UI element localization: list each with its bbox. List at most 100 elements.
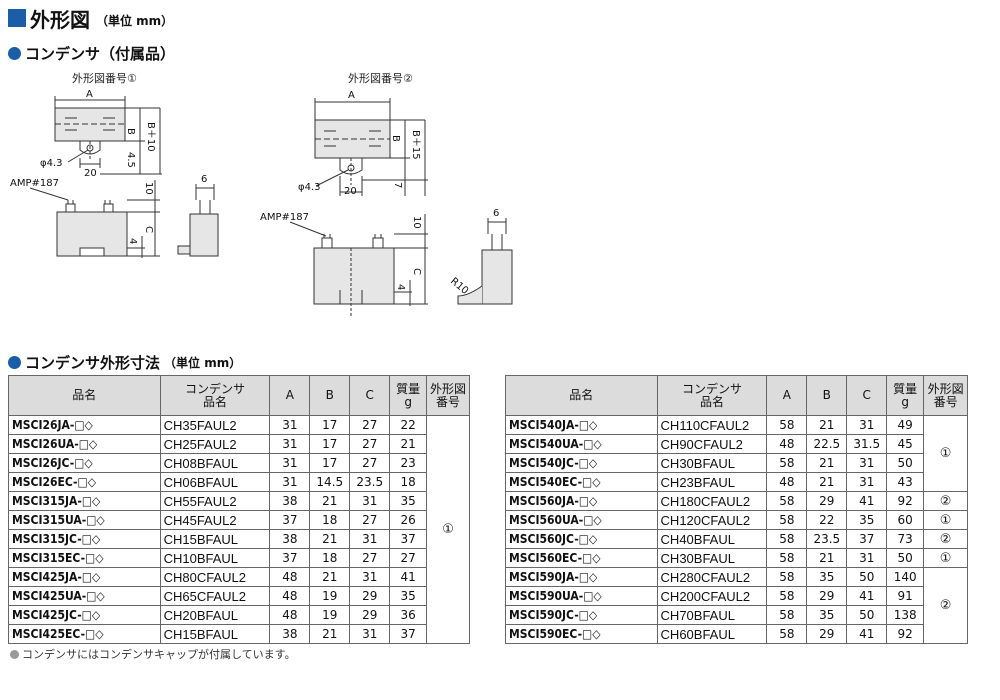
col-b-header: B: [806, 375, 848, 416]
cell-cap: CH15BFAUL: [159, 529, 271, 549]
cell-m: 21: [389, 434, 428, 454]
cell-b: 35: [806, 567, 848, 587]
cell-c: 29: [349, 586, 391, 606]
cell-m: 27: [389, 548, 428, 568]
cell-a: 58: [766, 415, 808, 435]
cell-cap: CH15BFAUL: [159, 624, 271, 644]
cell-cap: CH60BFAUL: [656, 624, 768, 644]
cell-name: MSCI26JC-□◇: [8, 453, 161, 473]
cell-a: 58: [766, 510, 808, 530]
cell-cap: CH40BFAUL: [656, 529, 768, 549]
cell-cap: CH20BFAUL: [159, 605, 271, 625]
cell-name: MSCI26JA-□◇: [8, 415, 161, 435]
capacitor-drawings: A B B＋10 4.5 φ4.3 20 AMP#187 10 C 4 6 A …: [10, 89, 513, 318]
cell-a: 48: [766, 434, 808, 454]
cell-cap: CH80CFAUL2: [159, 567, 271, 587]
dim-c-1: C: [143, 226, 154, 233]
cell-c: 27: [349, 415, 391, 435]
cell-b: 29: [806, 586, 848, 606]
cell-c: 31: [846, 453, 888, 473]
cell-c: 31: [349, 567, 391, 587]
cell-name: MSCI590UA-□◇: [505, 586, 658, 606]
cell-m: 37: [389, 624, 428, 644]
cell-a: 48: [269, 605, 311, 625]
col-a-header: A: [269, 375, 311, 416]
cell-b: 21: [806, 415, 848, 435]
main-title-text: 外形図: [30, 7, 90, 32]
amp-label-2: AMP#187: [260, 212, 309, 223]
cell-a: 31: [269, 434, 311, 454]
cell-a: 37: [269, 548, 311, 568]
cell-m: 23: [389, 453, 428, 473]
cell-c: 27: [349, 434, 391, 454]
cell-c: 23.5: [349, 472, 391, 492]
section-dimensions-title-text: コンデンサ外形寸法: [25, 354, 161, 372]
cell-name: MSCI26UA-□◇: [8, 434, 161, 454]
cell-m: 26: [389, 510, 428, 530]
dim-4-1: 4: [127, 238, 138, 244]
dim-4-2: 4: [395, 284, 406, 290]
cell-name: MSCI590EC-□◇: [505, 624, 658, 644]
fig1-top-view: [54, 96, 162, 175]
cell-name: MSCI540EC-□◇: [505, 472, 658, 492]
cell-cap: CH70BFAUL: [656, 605, 768, 625]
fig2-side-view: [457, 218, 513, 305]
cell-cap: CH90CFAUL2: [656, 434, 768, 454]
cell-b: 23.5: [806, 529, 848, 549]
cell-name: MSCI560EC-□◇: [505, 548, 658, 568]
cell-name: MSCI425JA-□◇: [8, 567, 161, 587]
cell-a: 48: [269, 567, 311, 587]
fig1-side-view: [177, 184, 219, 257]
cell-a: 58: [766, 529, 808, 549]
cell-fig-number: ①: [923, 415, 968, 492]
title-square-icon: [8, 9, 26, 27]
section-dimensions-title: コンデンサ外形寸法 （単位 mm）: [8, 352, 241, 373]
cell-b: 29: [806, 491, 848, 511]
cell-a: 38: [269, 624, 311, 644]
cell-fig-number: ②: [923, 567, 968, 644]
cell-b: 29: [806, 624, 848, 644]
cell-name: MSCI560UA-□◇: [505, 510, 658, 530]
cell-c: 50: [846, 605, 888, 625]
cell-name: MSCI425UA-□◇: [8, 586, 161, 606]
section-capacitor-title-text: コンデンサ（付属品）: [25, 45, 176, 63]
cell-name: MSCI315UA-□◇: [8, 510, 161, 530]
cell-c: 31: [349, 529, 391, 549]
dim-a-1: A: [86, 89, 93, 100]
col-c-header: C: [846, 375, 888, 416]
cell-b: 19: [309, 605, 351, 625]
cell-m: 91: [886, 586, 925, 606]
cell-m: 140: [886, 567, 925, 587]
col-name-header: 品名: [8, 375, 161, 416]
dim-b-1: B: [125, 128, 136, 135]
cell-m: 43: [886, 472, 925, 492]
cell-cap: CH25FAUL2: [159, 434, 271, 454]
cell-cap: CH110CFAUL2: [656, 415, 768, 435]
cell-m: 45: [886, 434, 925, 454]
cell-a: 31: [269, 415, 311, 435]
cell-m: 49: [886, 415, 925, 435]
cell-a: 58: [766, 586, 808, 606]
cell-cap: CH35FAUL2: [159, 415, 271, 435]
cell-a: 48: [766, 472, 808, 492]
dim-phi-1: φ4.3: [40, 158, 63, 169]
cell-b: 17: [309, 453, 351, 473]
cell-name: MSCI560JA-□◇: [505, 491, 658, 511]
cell-b: 21: [309, 567, 351, 587]
dim-10-2: 10: [411, 216, 422, 229]
cell-cap: CH65CFAUL2: [159, 586, 271, 606]
